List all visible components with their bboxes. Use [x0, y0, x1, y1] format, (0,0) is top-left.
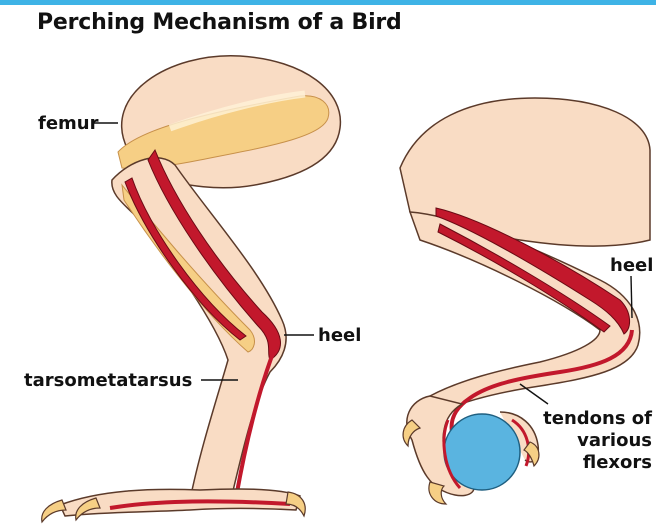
label-heel-left: heel [318, 325, 361, 346]
label-femur: femur [38, 113, 99, 134]
label-tendons-line1: tendons of [543, 408, 652, 429]
label-tendons-line2: various [577, 430, 652, 451]
right-claw-2 [429, 482, 446, 504]
left-claw-3 [286, 492, 305, 516]
label-heel-right: heel [610, 255, 653, 276]
label-tarsometatarsus: tarsometatarsus [24, 370, 192, 391]
perch-branch [444, 414, 520, 490]
label-tendons-line3: flexors [583, 452, 652, 473]
